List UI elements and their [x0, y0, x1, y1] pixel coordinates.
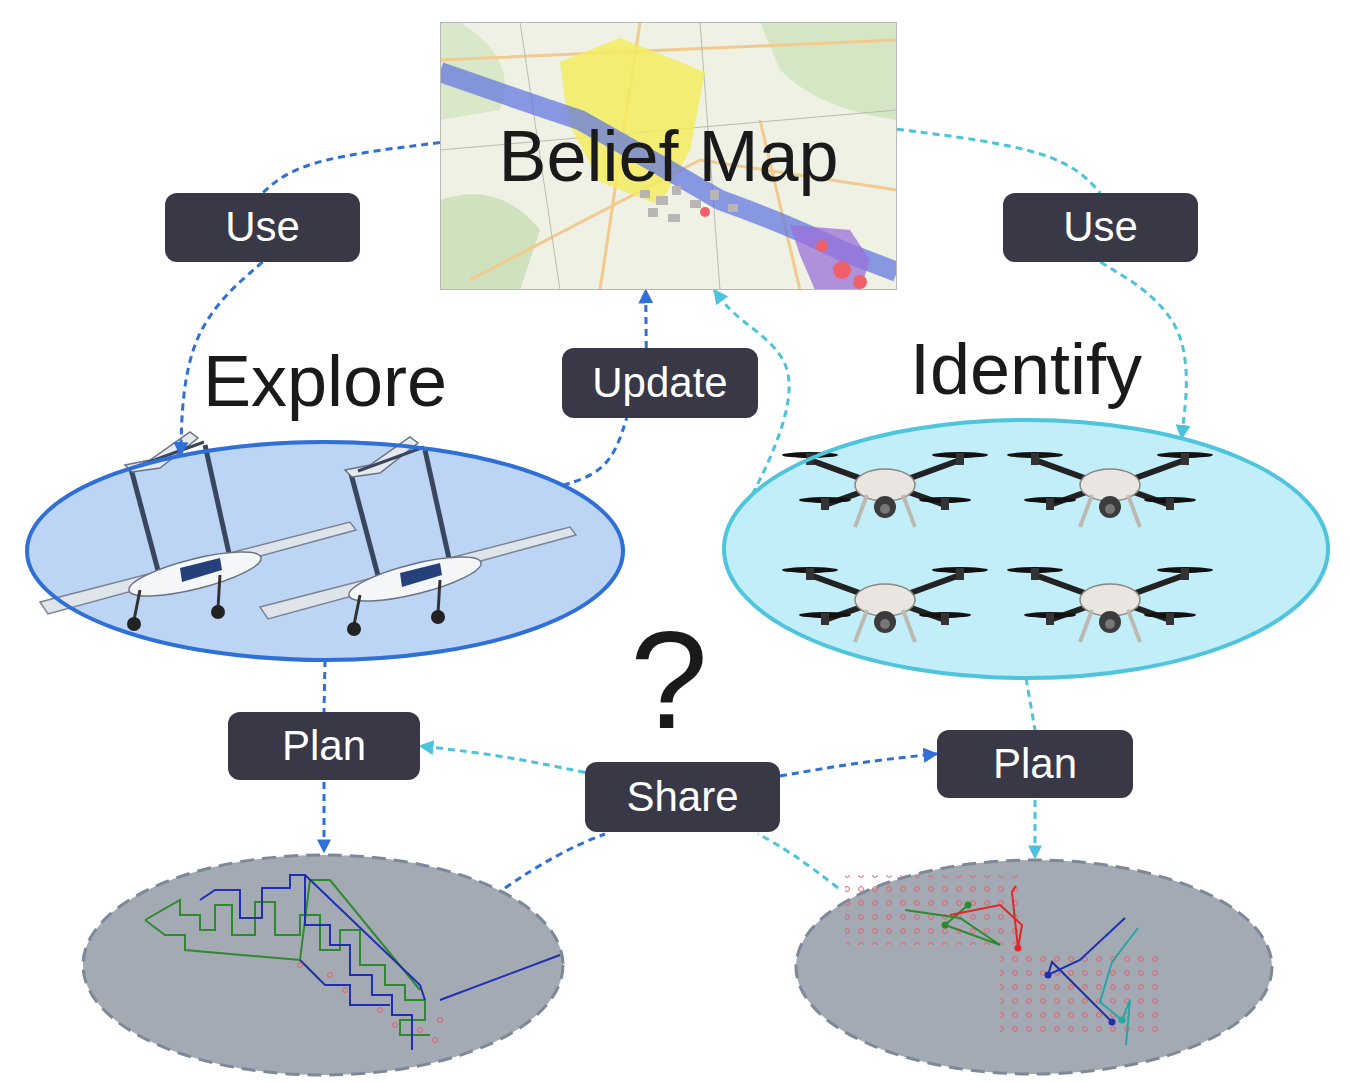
- identify-trajectories: [965, 902, 972, 909]
- explore-trajectories: [393, 1023, 398, 1028]
- identify-trajectories: [1100, 928, 1138, 1045]
- illustration: [782, 567, 988, 642]
- explore-trajectories: [438, 1018, 443, 1023]
- explore-trajectories: [418, 1028, 423, 1033]
- question-mark: ?: [630, 610, 708, 750]
- belief-map-image: [440, 194, 540, 290]
- explore-trajectories: [433, 1038, 438, 1043]
- belief-map-image: [648, 208, 658, 217]
- identify-trajectories: [845, 875, 1020, 945]
- identify-trajectories: [1119, 1017, 1126, 1024]
- belief-map-image: [728, 204, 738, 212]
- belief-map-image: [790, 225, 870, 290]
- explore-trajectories: [298, 963, 443, 1043]
- identify-trajectories: [1045, 972, 1052, 979]
- action-label-box: Update: [562, 348, 758, 418]
- action-label-box: Plan: [937, 730, 1133, 798]
- identify-trajectories: [942, 902, 1126, 1026]
- explore-trajectories: [145, 880, 420, 990]
- identify-plan-area: [796, 860, 1272, 1074]
- explore-trajectories: [145, 875, 560, 1050]
- illustration: [782, 452, 988, 527]
- explore-trajectories: [300, 875, 560, 1005]
- belief-map-image: [853, 275, 867, 289]
- dashed-flow-arrow: [420, 746, 585, 773]
- belief-map-image: [440, 22, 897, 290]
- explore-trajectories: [298, 963, 303, 968]
- identify-trajectories: [1000, 950, 1160, 1040]
- plan-links: [758, 834, 838, 888]
- identify-trajectories: [845, 875, 1160, 1045]
- belief-map-image: [700, 207, 710, 217]
- ellipse-outline: [724, 420, 1328, 678]
- identify-trajectories: [1015, 945, 1022, 952]
- action-label: Plan: [282, 722, 366, 770]
- identify-ellipse: Identify: [722, 418, 1330, 680]
- dashed-flow-arrow: [644, 290, 648, 348]
- explore-trajectories: [378, 1008, 383, 1013]
- dashed-flow-arrow: [780, 754, 937, 776]
- dashed-flow-arrow: [1026, 678, 1035, 730]
- dashed-flow-arrow: [897, 129, 1101, 193]
- belief-map-image: [440, 22, 897, 290]
- identify-trajectories: [1048, 918, 1125, 1022]
- ellipse-outline: [722, 418, 1330, 680]
- identify-trajectories: [950, 886, 1022, 948]
- action-label: Use: [225, 203, 300, 251]
- belief-map-image: [833, 261, 851, 279]
- group-heading: Explore: [25, 340, 625, 423]
- belief-map-image: [760, 22, 897, 120]
- explore-trajectories: [200, 875, 412, 1050]
- explore-trajectories: [343, 988, 348, 993]
- group-heading: Identify: [722, 328, 1330, 411]
- belief-map-box: Belief Map: [440, 22, 897, 290]
- map-title: Belief Map: [498, 115, 838, 198]
- explore-trajectories: [328, 973, 333, 978]
- action-label-box: Use: [165, 193, 360, 262]
- plan-links: [1034, 800, 1037, 858]
- dashed-flow-arrow: [324, 660, 325, 712]
- ellipse-outline: [27, 442, 623, 660]
- belief-map-image: [816, 240, 828, 252]
- action-label: Plan: [993, 740, 1077, 788]
- identify-ground: [722, 418, 1330, 680]
- action-label: Use: [1063, 203, 1138, 251]
- plan-links: [505, 834, 605, 888]
- explore-ellipse: Explore: [25, 440, 625, 662]
- action-label: Update: [592, 359, 727, 407]
- illustration: [260, 437, 576, 636]
- explore-trajectories: [145, 900, 430, 1035]
- explore-plan-area: [83, 855, 563, 1075]
- identify-trajectories: [1109, 1019, 1116, 1026]
- action-label-box: Plan: [228, 712, 420, 780]
- plan-links: [323, 782, 326, 852]
- belief-map-image: [656, 196, 668, 205]
- dashed-flow-arrow: [563, 418, 627, 485]
- dashed-flow-arrow: [263, 143, 441, 193]
- belief-map-image: [440, 22, 897, 290]
- action-label: Share: [626, 773, 738, 821]
- explore-ground: [25, 440, 625, 662]
- illustration: [1007, 567, 1213, 642]
- illustration: [1007, 452, 1213, 527]
- ellipse-outline: [25, 440, 625, 662]
- belief-map-image: [440, 22, 897, 290]
- action-label-box: Share: [585, 762, 780, 832]
- belief-map-image: [668, 214, 680, 222]
- identify-trajectories: [905, 905, 1000, 945]
- identify-trajectories: [942, 922, 949, 929]
- action-label-box: Use: [1003, 193, 1198, 262]
- belief-map-image: [690, 200, 701, 208]
